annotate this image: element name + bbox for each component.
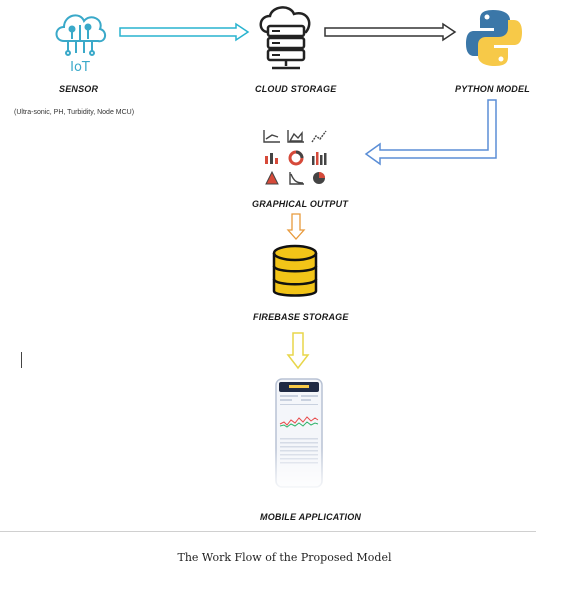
sensor-detail: (Ultra-sonic, PH, Turbidity, Node MCU) [14, 109, 135, 116]
arrow-output-to-firebase [286, 213, 306, 240]
arrow-cloud-to-python [324, 22, 457, 42]
arrow-firebase-to-mobile [286, 332, 310, 370]
mobile-application-label: MOBILE APPLICATION [260, 512, 362, 522]
pyramid-chart-icon [265, 170, 279, 185]
sensor-label: SENSOR [59, 84, 99, 94]
chart-icons-grid [263, 130, 327, 185]
area-chart-icon [287, 130, 304, 143]
trend-chart-icon [311, 130, 327, 143]
figure-caption: The Work Flow of the Proposed Model [177, 551, 392, 564]
cloud-storage-label: CLOUD STORAGE [255, 84, 337, 94]
iot-cloud-icon: IoT [55, 14, 106, 75]
bar-chart-icon [265, 156, 268, 164]
line-chart-icon [263, 130, 280, 143]
text-cursor [21, 352, 22, 368]
python-logo-icon [466, 10, 522, 66]
column-chart-icon [312, 152, 327, 165]
database-icon [272, 244, 318, 297]
cloud-server-icon [259, 6, 311, 70]
firebase-storage-label: FIREBASE STORAGE [253, 312, 349, 322]
iot-text: IoT [70, 60, 90, 75]
graphical-output-label: GRAPHICAL OUTPUT [252, 199, 349, 209]
mobile-phone-icon [275, 378, 323, 490]
arrow-python-to-output [364, 99, 497, 166]
python-model-label: PYTHON MODEL [455, 84, 530, 94]
curve-chart-icon [289, 172, 304, 185]
caption-divider [0, 531, 536, 532]
arrow-sensor-to-cloud [119, 22, 250, 42]
